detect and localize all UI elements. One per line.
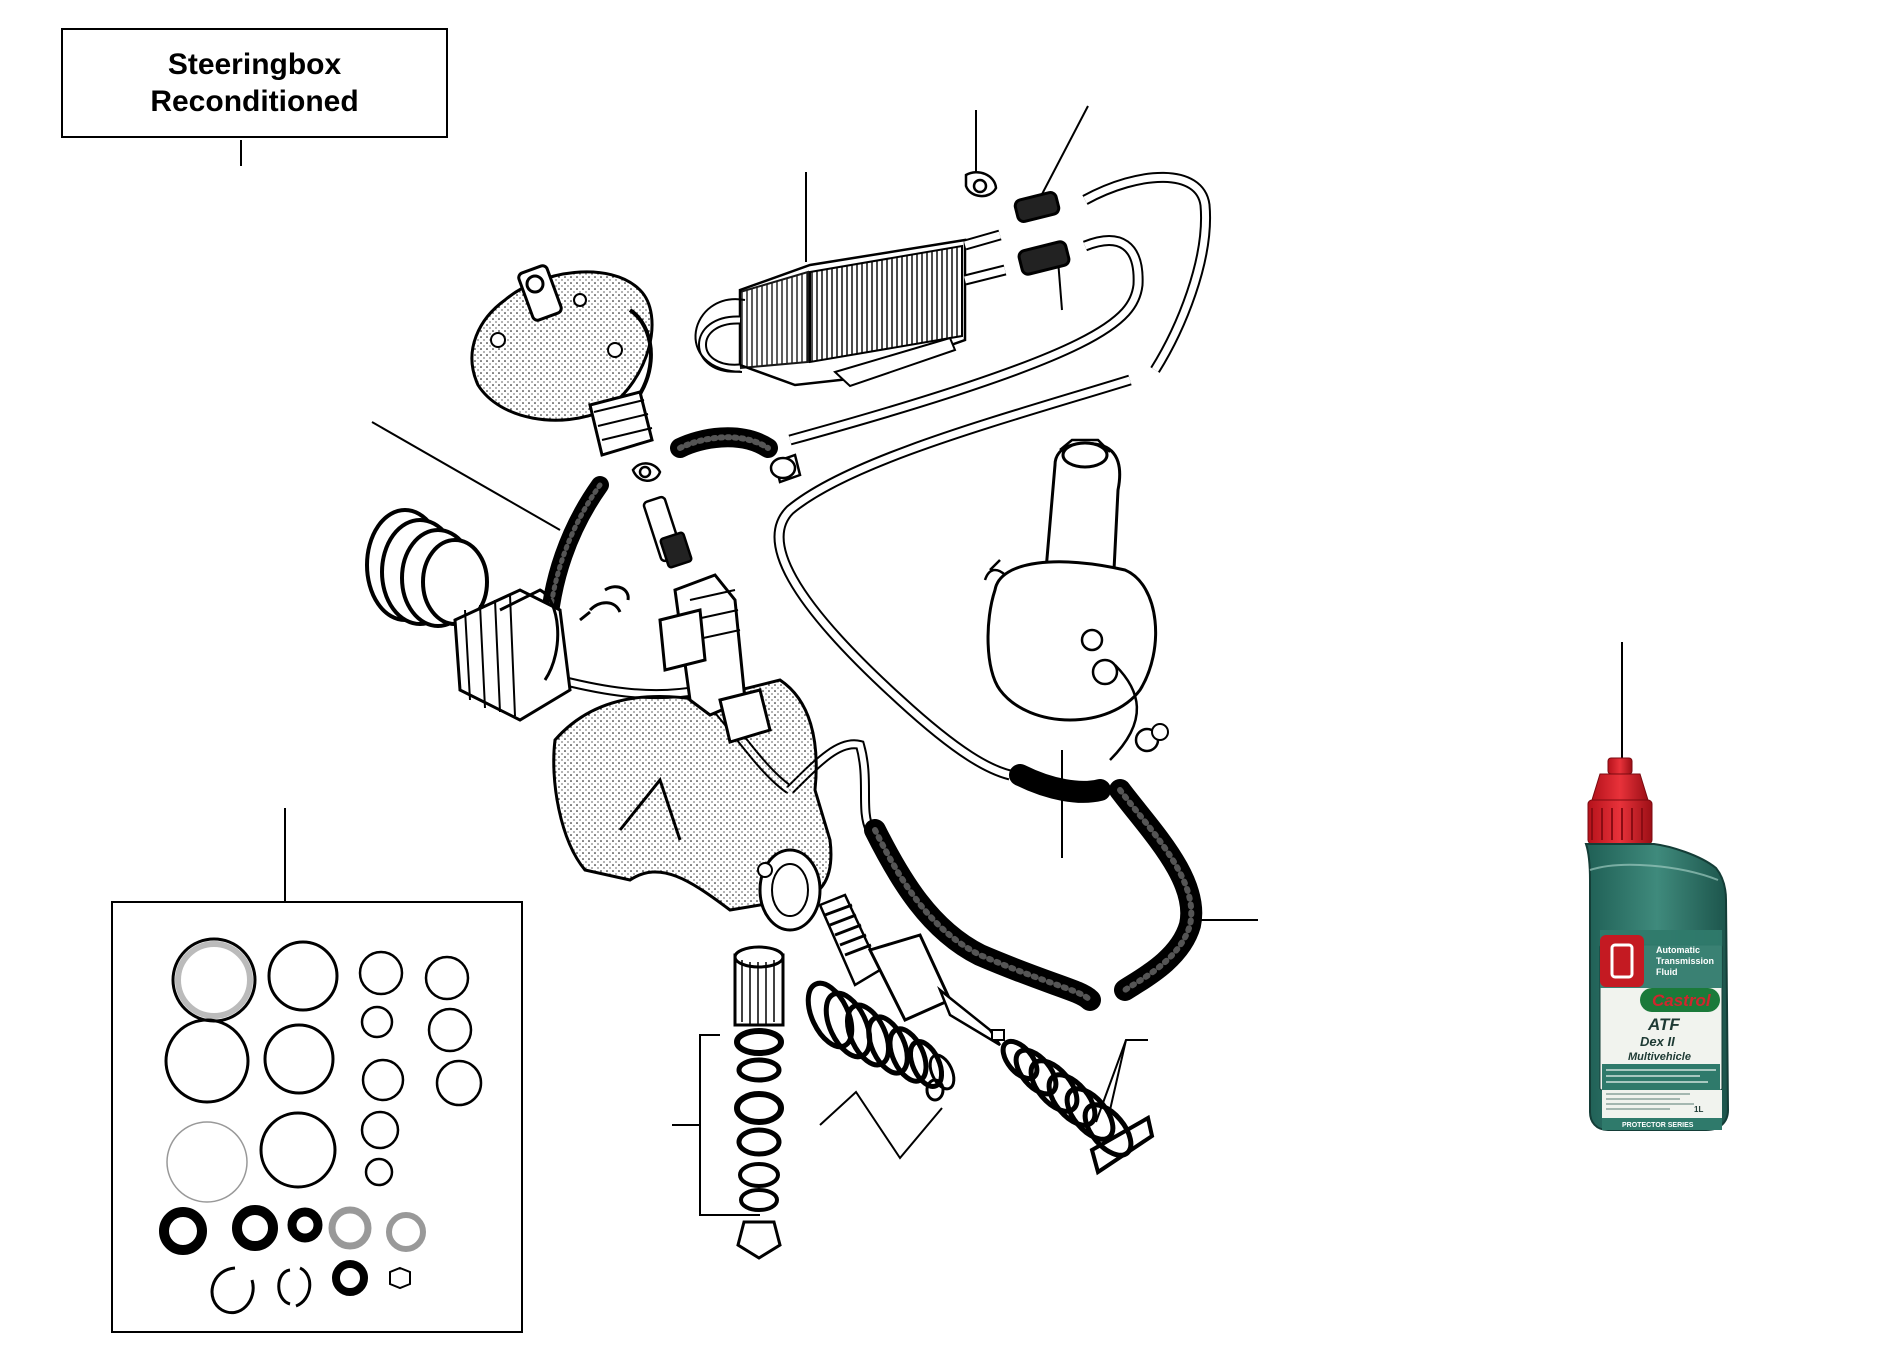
valve-pinion <box>579 573 772 744</box>
bottle-type-line-2: Transmission <box>1656 956 1714 966</box>
valve-stack <box>818 893 1005 1047</box>
bottle-product: ATF <box>1647 1015 1680 1034</box>
oil-cooler <box>694 238 967 388</box>
bottle-variant: Multivehicle <box>1628 1051 1691 1063</box>
seal-kit <box>111 901 523 1333</box>
bottle-grade: Dex II <box>1640 1034 1675 1049</box>
washer-stack <box>733 945 785 1260</box>
title-line-2: Reconditioned <box>150 85 359 118</box>
castrol-bottle: Automatic Transmission Fluid Castrol ATF… <box>1584 757 1730 1131</box>
steering-gear-housing <box>552 678 833 932</box>
leader-lines <box>284 105 1623 1216</box>
bottle-size: 1L <box>1694 1105 1703 1114</box>
pump-assembly <box>470 264 654 457</box>
cylinder-boot <box>365 508 572 722</box>
title-box: Steeringbox Reconditioned <box>61 28 448 138</box>
spring-pack <box>805 980 956 1102</box>
bottle-type-line-1: Automatic <box>1656 945 1700 955</box>
bottle-brand: Castrol <box>1652 991 1712 1010</box>
title-line-1: Steeringbox <box>167 48 342 81</box>
spring-pack-right <box>1000 1038 1155 1176</box>
fittings-top <box>631 171 998 569</box>
hard-pipes <box>558 171 1212 833</box>
fluid-reservoir <box>983 438 1169 761</box>
bottle-series: PROTECTOR SERIES <box>1622 1122 1694 1129</box>
bottle-type-line-3: Fluid <box>1656 967 1678 977</box>
